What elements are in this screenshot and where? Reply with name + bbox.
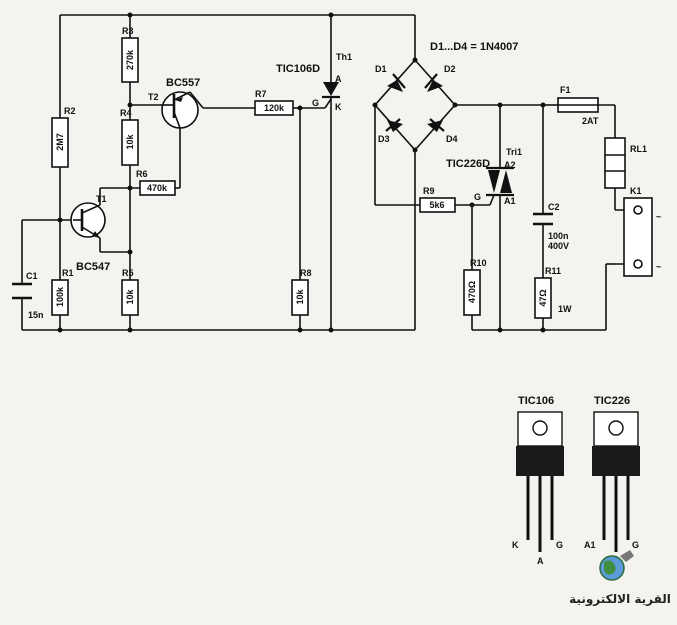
- svg-text:T2: T2: [148, 92, 159, 102]
- svg-text:K: K: [335, 102, 342, 112]
- svg-text:K1: K1: [630, 186, 642, 196]
- svg-text:F1: F1: [560, 85, 571, 95]
- thyristor-th1: Th1 TIC106D A K G: [276, 52, 352, 112]
- svg-text:R11: R11: [545, 266, 561, 276]
- svg-text:100k: 100k: [55, 286, 65, 307]
- svg-text:Tri1: Tri1: [506, 147, 522, 157]
- fuse-f1: F1 2AT: [557, 85, 599, 126]
- svg-text:R10: R10: [470, 258, 487, 268]
- capacitor-c1: C1 15n: [12, 271, 44, 320]
- svg-text:R1: R1: [62, 268, 74, 278]
- svg-text:R7: R7: [255, 89, 267, 99]
- svg-text:القرية الالكترونية: القرية الالكترونية: [569, 592, 671, 607]
- svg-text:10k: 10k: [125, 289, 135, 305]
- svg-text:TIC106D: TIC106D: [276, 63, 320, 75]
- resistor-r3: 270k R3: [121, 26, 139, 83]
- svg-text:2AT: 2AT: [582, 116, 599, 126]
- svg-text:470Ω: 470Ω: [467, 281, 477, 303]
- svg-text:R3: R3: [122, 26, 134, 36]
- svg-text:~: ~: [656, 262, 661, 272]
- svg-text:D1: D1: [375, 64, 387, 74]
- svg-text:Th1: Th1: [336, 52, 352, 62]
- svg-text:TIC226D: TIC226D: [446, 158, 490, 170]
- svg-text:G: G: [556, 540, 563, 550]
- svg-text:1W: 1W: [558, 304, 572, 314]
- package-tic226: TIC226 A1 A2 G: [584, 395, 640, 566]
- diode-d3: D3: [378, 118, 403, 144]
- watermark-logo: القرية الالكترونية: [569, 550, 671, 607]
- svg-text:RL1: RL1: [630, 144, 647, 154]
- svg-text:G: G: [312, 98, 319, 108]
- svg-text:R2: R2: [64, 106, 76, 116]
- svg-text:47Ω: 47Ω: [538, 289, 548, 306]
- svg-text:400V: 400V: [548, 241, 569, 251]
- capacitor-c2: C2 100n 400V: [533, 202, 569, 251]
- svg-text:R4: R4: [120, 108, 132, 118]
- svg-text:15n: 15n: [28, 310, 44, 320]
- resistor-r11: 47Ω R11 1W: [534, 266, 572, 319]
- triac-tri1: Tri1 TIC226D A2 A1 G: [446, 147, 522, 206]
- svg-text:A: A: [335, 74, 342, 84]
- svg-text:C1: C1: [26, 271, 38, 281]
- svg-text:10k: 10k: [295, 289, 305, 305]
- diode-d1: D1: [375, 64, 406, 92]
- svg-text:A1: A1: [504, 196, 516, 206]
- svg-text:120k: 120k: [264, 103, 285, 113]
- svg-text:T1: T1: [96, 194, 107, 204]
- transistor-t1: T1 BC547: [70, 194, 110, 273]
- transistor-t2: T2 BC557: [148, 77, 204, 129]
- svg-text:D4: D4: [446, 134, 458, 144]
- svg-text:TIC106: TIC106: [518, 395, 554, 407]
- resistor-r8: 10k R8: [291, 268, 312, 316]
- svg-text:~: ~: [656, 212, 661, 222]
- svg-text:K: K: [512, 540, 519, 550]
- svg-text:G: G: [632, 540, 639, 550]
- junctions: [57, 12, 546, 333]
- resistor-r2: 2M7 R2: [51, 106, 76, 168]
- resistor-r6: 470k R6: [136, 169, 176, 196]
- svg-text:TIC226: TIC226: [594, 395, 630, 407]
- svg-text:270k: 270k: [125, 49, 135, 70]
- diode-d2: D2: [424, 64, 456, 92]
- resistor-r5: 10k R5: [121, 268, 139, 316]
- package-tic106: TIC106 K A G: [512, 395, 564, 566]
- svg-text:BC547: BC547: [76, 261, 110, 273]
- resistor-r4: 10k R4: [120, 108, 139, 166]
- svg-text:R6: R6: [136, 169, 148, 179]
- svg-text:10k: 10k: [125, 134, 135, 150]
- svg-text:5k6: 5k6: [429, 200, 444, 210]
- svg-text:C2: C2: [548, 202, 560, 212]
- resistor-r10: 470Ω R10: [463, 258, 487, 316]
- svg-text:A: A: [537, 556, 544, 566]
- svg-text:D2: D2: [444, 64, 456, 74]
- diode-note: D1...D4 = 1N4007: [430, 41, 518, 53]
- wires: [21, 14, 632, 331]
- resistor-r7: 120k R7: [254, 89, 294, 116]
- svg-text:BC557: BC557: [166, 77, 200, 89]
- svg-text:R8: R8: [300, 268, 312, 278]
- resistor-r1: 100k R1: [51, 268, 74, 316]
- relay-rl1: RL1: [604, 137, 647, 189]
- svg-text:A1: A1: [584, 540, 596, 550]
- svg-text:A2: A2: [504, 160, 516, 170]
- resistor-r9: 5k6 R9: [419, 186, 456, 213]
- diode-d4: D4: [427, 118, 458, 144]
- svg-text:2M7: 2M7: [55, 133, 65, 151]
- svg-text:G: G: [474, 192, 481, 202]
- svg-text:100n: 100n: [548, 231, 569, 241]
- svg-text:R9: R9: [423, 186, 435, 196]
- terminal-k1: K1 ~ ~: [623, 186, 661, 277]
- svg-text:D3: D3: [378, 134, 390, 144]
- svg-text:R5: R5: [122, 268, 134, 278]
- svg-text:470k: 470k: [147, 183, 168, 193]
